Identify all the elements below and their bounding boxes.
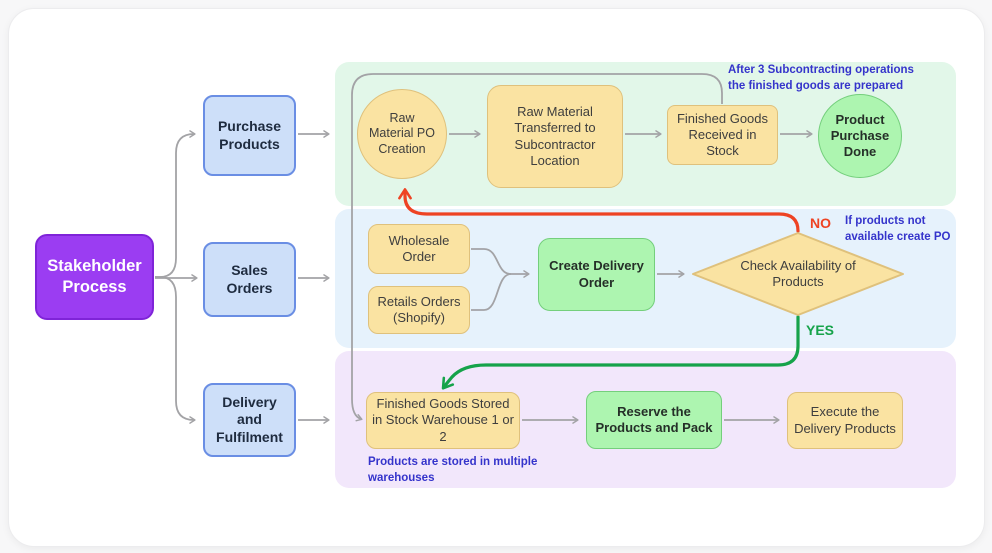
- node-stakeholder-process: Stakeholder Process: [35, 234, 154, 320]
- node-label: Finished Goods Received in Stock: [676, 110, 769, 159]
- annotation-line: After 3 Subcontracting operations: [728, 64, 914, 76]
- no-branch-annotation: If products not available create PO: [845, 214, 950, 245]
- node-label: Product Purchase Done: [830, 111, 890, 160]
- purchase-lane-annotation: After 3 Subcontracting operations the fi…: [728, 63, 914, 94]
- node-reserve-products-pack: Reserve the Products and Pack: [586, 391, 722, 449]
- annotation-line: available create PO: [845, 230, 951, 243]
- node-label: Purchase Products: [217, 118, 282, 152]
- node-label: Create Delivery Order: [549, 258, 644, 290]
- annotation-line: the finished goods are prepared: [728, 79, 904, 92]
- node-label: Raw Material PO Creation: [369, 110, 435, 156]
- node-label: Raw Material Transferred to Subcontracto…: [514, 104, 596, 168]
- annotation-line: If products not: [845, 215, 926, 227]
- node-create-delivery-order: Create Delivery Order: [538, 238, 655, 311]
- node-purchase-products: Purchase Products: [203, 95, 296, 176]
- node-wholesale-order: Wholesale Order: [368, 224, 470, 274]
- node-finished-goods-stored: Finished Goods Stored in Stock Warehouse…: [366, 392, 520, 449]
- node-label: Check Availability of Products: [740, 257, 856, 289]
- node-label: Execute the Delivery Products: [794, 404, 896, 436]
- node-label: Finished Goods Stored in Stock Warehouse…: [372, 396, 514, 444]
- delivery-lane-annotation: Products are stored in multiple warehous…: [368, 455, 537, 486]
- node-delivery-fulfilment: Delivery and Fulfilment: [203, 383, 296, 457]
- node-label: Sales Orders: [226, 262, 273, 296]
- node-label: Wholesale Order: [388, 232, 450, 264]
- node-label: Stakeholder Process: [47, 257, 142, 296]
- node-finished-goods-received: Finished Goods Received in Stock: [667, 105, 778, 165]
- no-branch-label: NO: [810, 215, 831, 231]
- node-sales-orders: Sales Orders: [203, 242, 296, 317]
- check-availability-label: Check Availability of Products: [708, 252, 888, 296]
- yes-branch-label: YES: [806, 322, 835, 338]
- node-label: Retails Orders (Shopify): [377, 293, 461, 325]
- annotation-line: Products are stored in multiple: [368, 456, 538, 468]
- node-raw-material-po-creation: Raw Material PO Creation: [357, 89, 447, 179]
- annotation-line: warehouses: [368, 471, 435, 484]
- node-label: Delivery and Fulfilment: [216, 393, 283, 445]
- node-retails-orders: Retails Orders (Shopify): [368, 286, 470, 334]
- node-label: Reserve the Products and Pack: [595, 403, 713, 435]
- node-raw-material-transferred: Raw Material Transferred to Subcontracto…: [487, 85, 623, 188]
- node-product-purchase-done: Product Purchase Done: [818, 94, 902, 178]
- node-execute-delivery: Execute the Delivery Products: [787, 392, 903, 449]
